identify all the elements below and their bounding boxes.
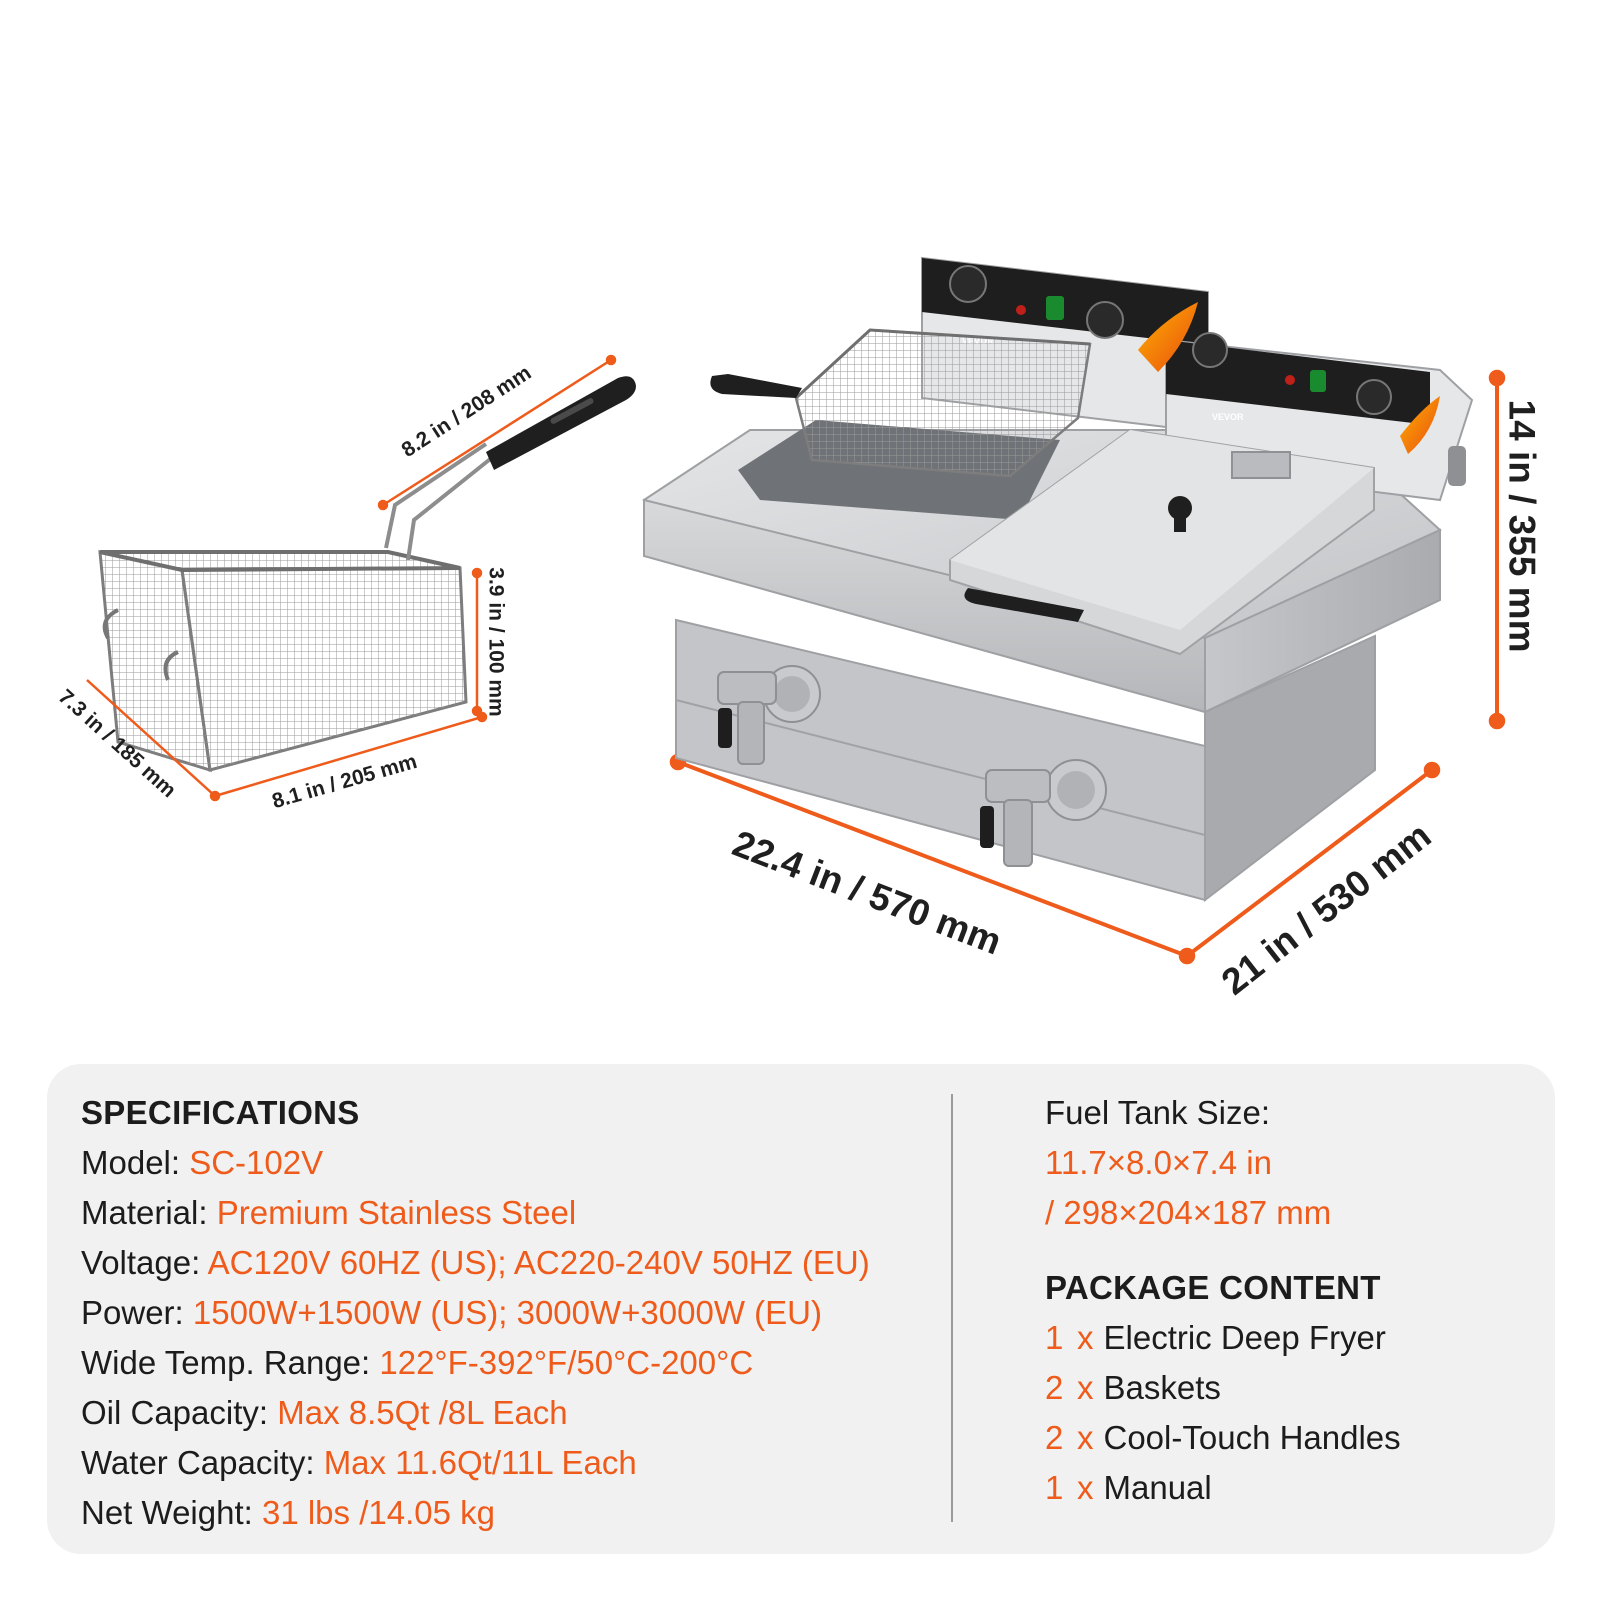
power-switch-left-icon: [1046, 296, 1064, 320]
indicator-light-left-icon: [1016, 305, 1026, 315]
dimension-lines: [86, 354, 1506, 965]
tank-lid: [949, 428, 1375, 656]
spec-row-voltage: Voltage: AC120V 60HZ (US); AC220-240V 50…: [81, 1244, 870, 1281]
fuel-tank-value-metric: / 298×204×187 mm: [1045, 1194, 1332, 1231]
product-illustration: VEVOR VEVOR: [86, 256, 1506, 965]
spec-row-net-weight: Net Weight: 31 lbs /14.05 kg: [81, 1494, 495, 1531]
spec-row-oil-capacity: Oil Capacity: Max 8.5Qt /8L Each: [81, 1394, 568, 1431]
panel-brand-right: VEVOR: [1212, 412, 1244, 422]
fuel-tank-value-imperial: 11.7×8.0×7.4 in: [1045, 1144, 1272, 1181]
power-switch-right-icon: [1310, 370, 1326, 392]
deep-fryer: VEVOR VEVOR: [642, 256, 1474, 903]
fuel-tank-label: Fuel Tank Size:: [1045, 1094, 1271, 1131]
indicator-light-right-icon: [1285, 375, 1295, 385]
spec-row-temp-range: Wide Temp. Range: 122°F-392°F/50°C-200°C: [81, 1344, 754, 1381]
drain-valve-right: [980, 759, 1107, 867]
fryer-height-label: 14 in / 355 mm: [1501, 399, 1543, 653]
basket-height-label: 3.9 in / 100 mm: [484, 567, 508, 717]
spec-row-water-capacity: Water Capacity: Max 11.6Qt/11L Each: [81, 1444, 637, 1481]
spec-row-material: Material: Premium Stainless Steel: [81, 1194, 577, 1231]
package-column: Fuel Tank Size: 11.7×8.0×7.4 in / 298×20…: [1045, 1088, 1525, 1513]
inserted-basket: [710, 328, 1092, 478]
spec-row-model: Model: SC-102V: [81, 1144, 324, 1181]
thermostat-knob-left: [949, 265, 1124, 339]
specifications-panel: SPECIFICATIONS Model: SC-102V Material: …: [47, 1064, 1555, 1554]
inserted-basket-handle: [710, 374, 802, 398]
specifications-heading: SPECIFICATIONS: [81, 1094, 360, 1131]
thermostat-knob-right: [1192, 332, 1392, 415]
fry-basket: [98, 376, 636, 773]
column-divider: [951, 1094, 953, 1522]
package-content-heading: PACKAGE CONTENT: [1045, 1269, 1381, 1306]
drain-valve-left: [717, 665, 821, 765]
spec-row-power: Power: 1500W+1500W (US); 3000W+3000W (EU…: [81, 1294, 822, 1331]
basket-handle-grip: [486, 376, 636, 470]
specifications-column: SPECIFICATIONS Model: SC-102V Material: …: [81, 1088, 941, 1538]
